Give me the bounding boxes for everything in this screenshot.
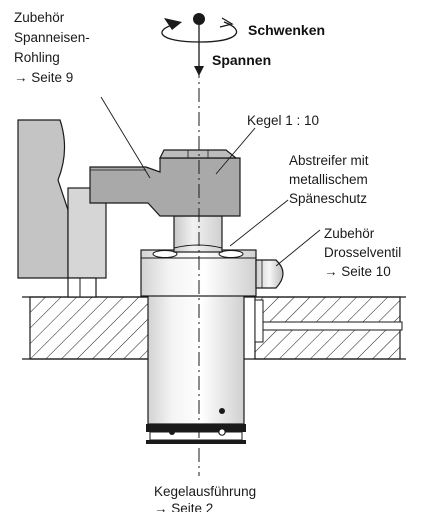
svg-text:Spanneisen-: Spanneisen-	[14, 30, 90, 45]
svg-text:Zubehör: Zubehör	[14, 10, 65, 25]
clamp-label: Spannen	[212, 52, 271, 68]
leader-lines	[100, 96, 321, 267]
callout-wiper: Abstreifer mit metallischem Späneschutz	[289, 153, 369, 206]
throttle-valve	[255, 259, 284, 289]
svg-text:Rohling: Rohling	[14, 50, 60, 65]
svg-text:Späneschutz: Späneschutz	[289, 191, 367, 206]
swivel-label: Schwenken	[248, 22, 325, 38]
piston-rod	[173, 215, 223, 253]
callout-taper-version: Kegelausführung → Seite 2	[154, 484, 256, 512]
callout-taper: Kegel 1 : 10	[247, 113, 319, 128]
workpiece	[17, 119, 107, 298]
svg-text:Abstreifer mit: Abstreifer mit	[289, 153, 369, 168]
clamping-arm	[89, 157, 241, 217]
svg-text:metallischem: metallischem	[289, 172, 368, 187]
svg-text:Zubehör: Zubehör	[324, 226, 375, 241]
svg-text:Kegel 1 : 10: Kegel 1 : 10	[247, 113, 319, 128]
svg-text:→ Seite 2: → Seite 2	[154, 501, 213, 512]
svg-text:Kegelausführung: Kegelausführung	[154, 484, 256, 499]
clamp-arrow	[194, 25, 204, 76]
svg-text:→ Seite 10: → Seite 10	[324, 264, 391, 279]
cylinder-body	[146, 285, 246, 444]
pivot-dot	[193, 13, 205, 25]
callout-throttle-valve: Zubehör Drosselventil → Seite 10	[324, 226, 401, 279]
swivel-arrow	[161, 13, 238, 43]
nut	[159, 149, 238, 159]
svg-text:Drosselventil: Drosselventil	[324, 245, 401, 260]
svg-text:→ Seite 9: → Seite 9	[14, 70, 73, 85]
callout-accessory-arm: Zubehör Spanneisen- Rohling → Seite 9	[14, 10, 90, 85]
